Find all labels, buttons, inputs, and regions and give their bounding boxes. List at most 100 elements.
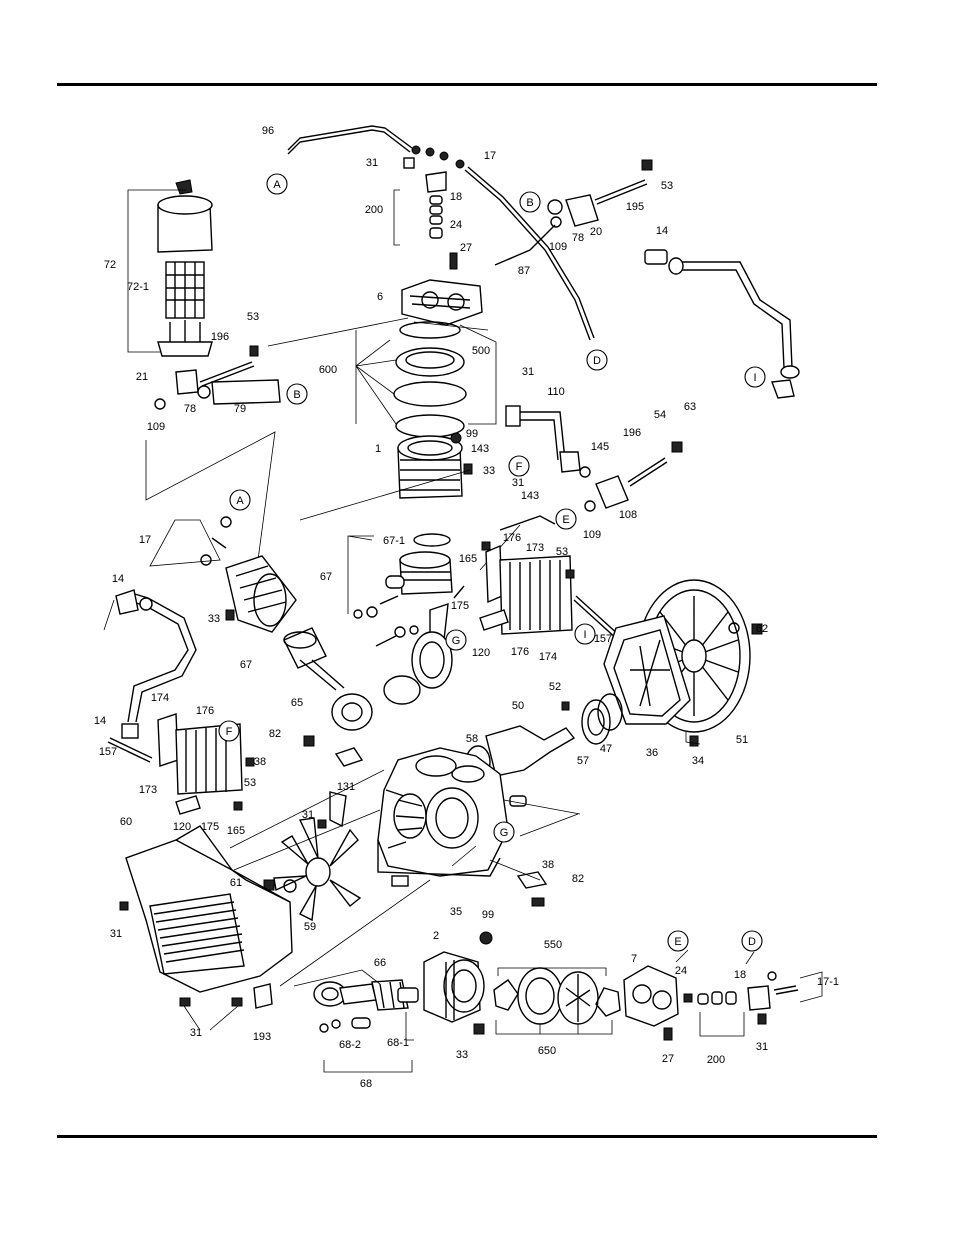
part-callout: 34 (692, 755, 704, 767)
reference-circle-d: D (586, 349, 608, 371)
part-callout: 17 (484, 150, 496, 162)
part-callout: 65 (291, 697, 303, 709)
part-callout: 54 (654, 409, 666, 421)
part-callout: 173 (139, 784, 157, 796)
part-callout: 109 (583, 529, 601, 541)
svg-text:E: E (674, 936, 681, 948)
part-callout: 79 (234, 403, 246, 415)
reference-circle-e: E (555, 508, 577, 530)
part-callout: 173 (526, 542, 544, 554)
part-callout: 36 (646, 747, 658, 759)
part-callout: 67 (240, 659, 252, 671)
part-callout: 33 (483, 465, 495, 477)
part-callout: 31 (522, 366, 534, 378)
part-callout: 131 (337, 781, 355, 793)
part-callout: 58 (466, 733, 478, 745)
part-callout: 143 (521, 490, 539, 502)
reference-circle-f: F (218, 720, 240, 742)
part-callout: 14 (94, 715, 106, 727)
part-callout: 87 (518, 265, 530, 277)
part-callout: 38 (542, 859, 554, 871)
part-callout: 176 (511, 646, 529, 658)
part-callout: 175 (451, 600, 469, 612)
reference-circle-b: B (286, 383, 308, 405)
part-callout: 53 (556, 546, 568, 558)
part-callout: 52 (549, 681, 561, 693)
part-callout: 14 (112, 573, 124, 585)
part-callout: 157 (594, 633, 612, 645)
part-callout: 38 (254, 756, 266, 768)
callout-labels: 9631171820024275319520781098714650060072… (94, 125, 839, 1090)
part-callout: 59 (304, 921, 316, 933)
part-callout: 62 (756, 623, 768, 635)
part-callout: 60 (120, 816, 132, 828)
part-callout: 57 (577, 755, 589, 767)
part-callout: 157 (99, 746, 117, 758)
reference-circle-i: I (744, 366, 766, 388)
part-callout: 24 (450, 219, 462, 231)
part-callout: 165 (459, 553, 477, 565)
reference-circle-a: A (266, 173, 288, 195)
part-callout: 176 (503, 532, 521, 544)
part-callout: 53 (247, 311, 259, 323)
part-callout: 72-1 (127, 281, 149, 293)
part-callout: 196 (211, 331, 229, 343)
svg-text:B: B (526, 197, 533, 209)
part-callout: 47 (600, 743, 612, 755)
part-callout: 68-2 (339, 1039, 361, 1051)
line-art (103, 125, 823, 1073)
reference-circle-a: A (229, 489, 251, 511)
part-callout: 143 (471, 443, 489, 455)
part-callout: 14 (656, 225, 668, 237)
part-callout: 33 (456, 1049, 468, 1061)
part-callout: 174 (539, 651, 557, 663)
part-callout: 195 (626, 201, 644, 213)
reference-circle-e: E (667, 930, 689, 952)
part-callout: 53 (661, 180, 673, 192)
part-callout: 78 (184, 403, 196, 415)
part-callout: 108 (619, 509, 637, 521)
part-callout: 31 (302, 809, 314, 821)
part-callout: 193 (253, 1031, 271, 1043)
part-callout: 175 (201, 821, 219, 833)
reference-circle-f: F (508, 455, 530, 477)
part-callout: 82 (269, 728, 281, 740)
part-callout: 109 (147, 421, 165, 433)
svg-text:F: F (226, 726, 233, 738)
part-callout: 550 (544, 939, 562, 951)
part-callout: 7 (631, 953, 637, 965)
svg-text:G: G (452, 635, 461, 647)
part-callout: 67-1 (383, 535, 405, 547)
part-callout: 96 (262, 125, 274, 137)
part-callout: 500 (472, 345, 490, 357)
part-callout: 600 (319, 364, 337, 376)
part-callout: 174 (151, 692, 169, 704)
part-callout: 68 (360, 1078, 372, 1090)
top-rule (57, 83, 877, 86)
part-callout: 31 (190, 1027, 202, 1039)
part-callout: 50 (512, 700, 524, 712)
reference-circle-g: G (445, 629, 467, 651)
part-callout: 82 (572, 873, 584, 885)
svg-text:B: B (293, 389, 300, 401)
reference-circle-b: B (519, 191, 541, 213)
svg-text:E: E (562, 514, 569, 526)
part-callout: 120 (173, 821, 191, 833)
svg-text:I: I (753, 372, 756, 384)
part-callout: 17 (139, 534, 151, 546)
svg-text:F: F (516, 461, 523, 473)
part-callout: 53 (244, 777, 256, 789)
svg-text:A: A (236, 495, 244, 507)
svg-text:G: G (500, 827, 509, 839)
reference-circle-d: D (741, 930, 763, 952)
part-callout: 1 (375, 443, 381, 455)
part-callout: 78 (572, 232, 584, 244)
part-callout: 31 (110, 928, 122, 940)
svg-text:D: D (748, 936, 756, 948)
part-callout: 31 (366, 157, 378, 169)
reference-circle-i: I (574, 623, 596, 645)
bottom-rule (57, 1135, 877, 1138)
part-callout: 31 (756, 1041, 768, 1053)
